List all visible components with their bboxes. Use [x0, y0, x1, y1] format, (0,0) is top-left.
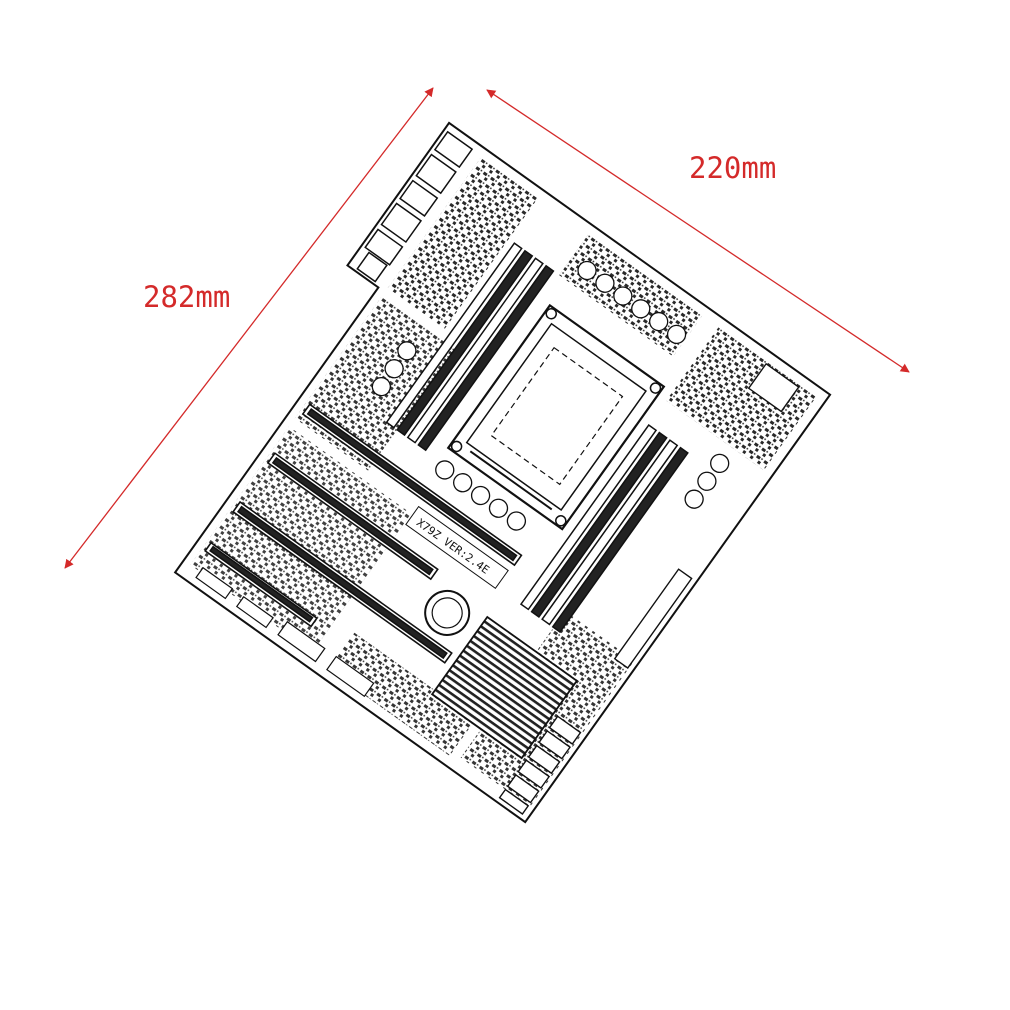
- length-dimension-label: 282mm: [143, 280, 230, 314]
- vrm-capacitors: [371, 260, 730, 531]
- atx-power-connector: [613, 362, 800, 669]
- cpu-socket: [446, 303, 666, 531]
- sata-ports: [498, 715, 582, 815]
- motherboard: X79Z VER:2.4E: [173, 121, 832, 824]
- dimm-slots-right: [519, 423, 689, 634]
- width-dimension-label: 220mm: [689, 151, 776, 185]
- rear-io-panel: [356, 130, 474, 283]
- pcie-slots: [204, 403, 523, 664]
- width-dimension-arrow: [486, 89, 910, 373]
- chipset-heatsink: [430, 615, 579, 760]
- dimm-slots-left: [385, 242, 555, 452]
- front-panel-headers: [195, 566, 375, 698]
- length-dimension-arrow: [64, 87, 434, 569]
